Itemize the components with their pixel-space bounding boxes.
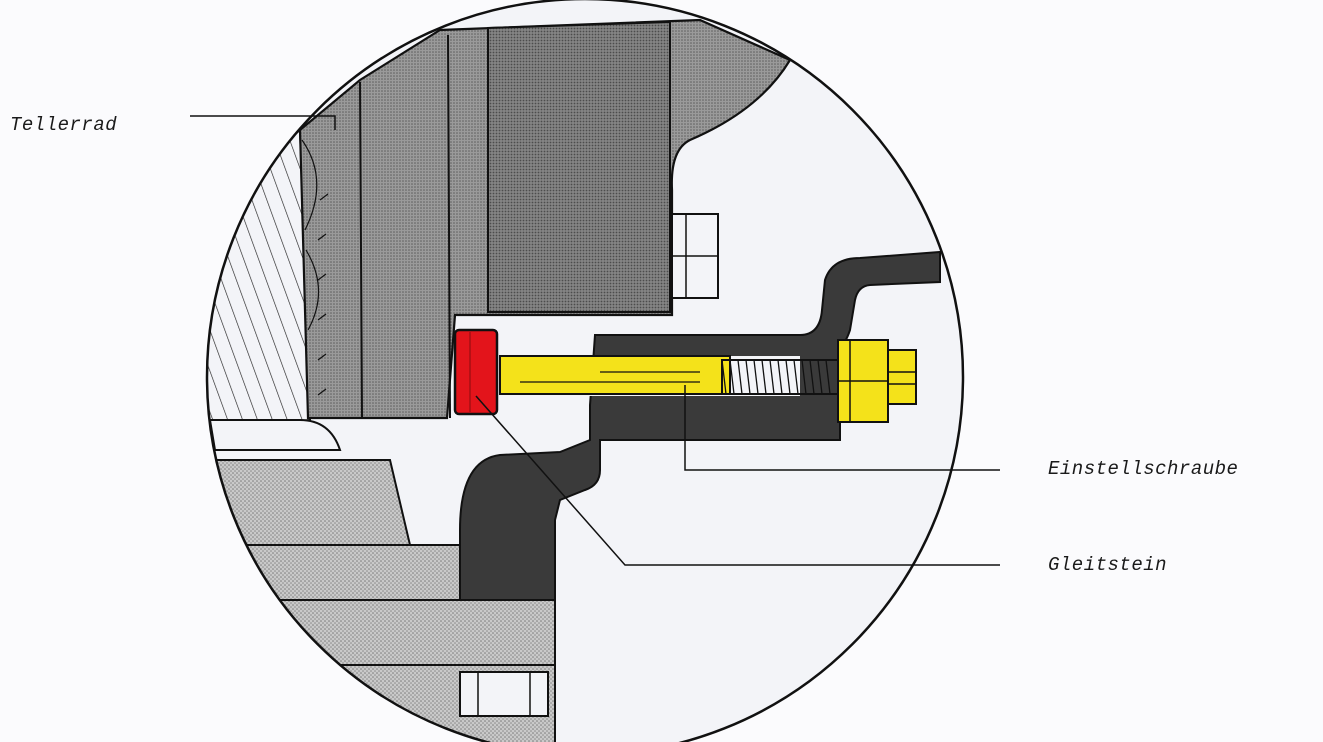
detail-circle-outline: [205, 0, 965, 742]
slide-block: [453, 328, 499, 416]
detail-circle: [207, 0, 963, 742]
leader-gleitstein: [475, 395, 1000, 566]
label-tellerrad: Tellerrad: [10, 114, 118, 136]
gear-bolt-nut: [671, 213, 719, 299]
leader-tellerrad: [190, 115, 336, 130]
label-einstellschraube: Einstellschraube: [1048, 458, 1239, 480]
label-gleitstein: Gleitstein: [1048, 554, 1168, 576]
ring-gear: [298, 18, 792, 420]
leader-einstellschraube: [684, 385, 1000, 471]
lower-nut: [459, 671, 549, 717]
adjusting-screw: [499, 339, 917, 423]
